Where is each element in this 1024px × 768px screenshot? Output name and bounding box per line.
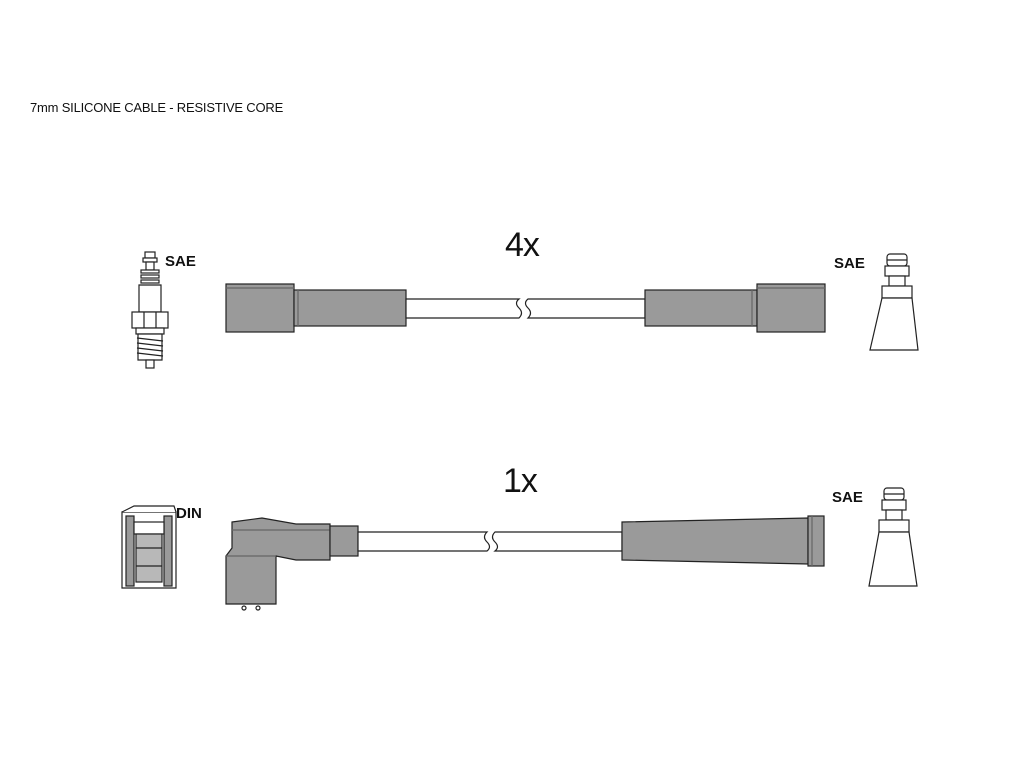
quantity-label-set-2: 1x [503, 462, 538, 500]
sae-terminal-icon [869, 253, 919, 351]
din-socket-icon [121, 505, 177, 589]
right-terminal-label-set-1: SAE [834, 255, 865, 272]
cable-set-1 [225, 283, 826, 333]
left-terminal-label-set-1: SAE [165, 253, 196, 270]
sae-terminal-icon [868, 487, 918, 587]
right-terminal-label-set-2: SAE [832, 489, 863, 506]
spark-plug-icon [131, 251, 169, 369]
quantity-label-set-1: 4x [505, 226, 540, 264]
cable-set-2 [225, 515, 825, 611]
left-terminal-label-set-2: DIN [176, 505, 202, 522]
diagram-title: 7mm SILICONE CABLE - RESISTIVE CORE [30, 100, 284, 115]
